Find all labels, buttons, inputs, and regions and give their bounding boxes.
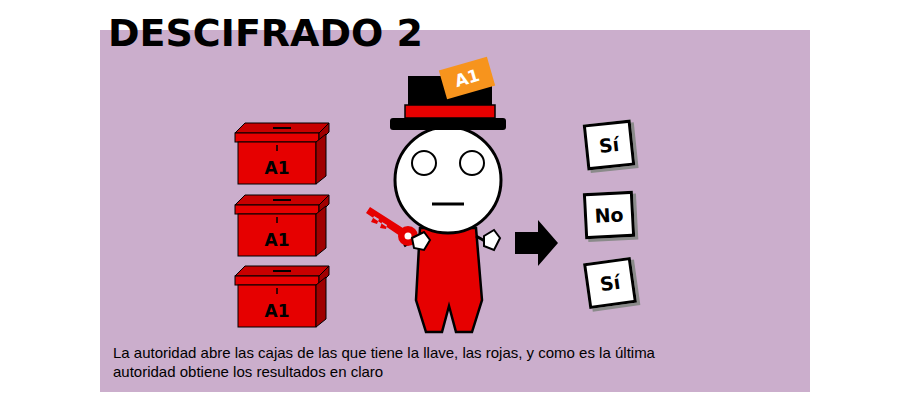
result-card: Sí bbox=[583, 257, 637, 309]
hat-tag: A1 bbox=[439, 57, 495, 100]
result-card: No bbox=[583, 191, 635, 240]
result-arrow bbox=[515, 220, 558, 266]
ballot-box: A1 bbox=[233, 194, 330, 257]
ballot-box: A1 bbox=[233, 265, 330, 328]
authority-label: A1 bbox=[265, 230, 290, 250]
ballot-box: A1 bbox=[233, 122, 330, 185]
title: DESCIFRADO 2 bbox=[108, 14, 423, 52]
panel bbox=[100, 30, 810, 392]
result-card: Sí bbox=[583, 120, 636, 171]
authority-label: A1 bbox=[265, 158, 290, 178]
caption: La autoridad abre las cajas de las que t… bbox=[113, 344, 703, 382]
vote-result: Sí bbox=[598, 271, 621, 296]
character bbox=[366, 76, 506, 332]
authority-label: A1 bbox=[452, 65, 482, 91]
vote-result: Sí bbox=[598, 133, 620, 157]
vote-result: No bbox=[594, 203, 624, 226]
authority-label: A1 bbox=[265, 301, 290, 321]
